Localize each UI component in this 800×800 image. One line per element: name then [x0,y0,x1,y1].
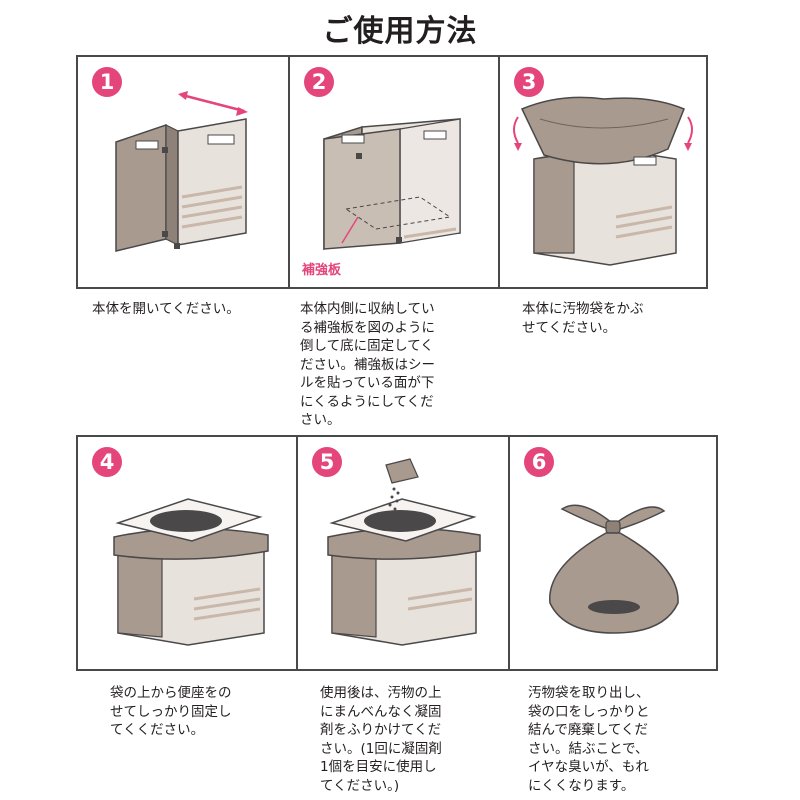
step-3-illustration-cover-bag [513,96,693,266]
step-3-panel: 3 [498,55,708,289]
step-1-illustration-open-box [115,91,248,252]
step-4-panel: 4 [76,435,298,671]
step-2-panel: 2 補強板 [288,55,500,289]
reinforcement-board-label: 補強板 [302,263,342,278]
page-title: ご使用方法 [322,14,478,49]
step-6-illustration-tied-bag [549,504,679,634]
step-5-panel: 5 [296,435,510,671]
step-1-number: 1 [92,67,122,97]
step-1-panel: 1 [76,55,290,289]
step-4-number: 4 [92,447,122,477]
step-3-caption: 本体に汚物袋をかぶ せてください。 [522,301,644,336]
step-6-caption: 汚物袋を取り出し、 袋の口をしっかりと 結んで廃棄してくだ さい。結ぶことで、 … [528,685,650,794]
step-4-illustration-seat-on-bag [113,498,269,646]
step-2-illustration-reinforcement-board [323,118,461,250]
step-2-number: 2 [304,67,334,97]
step-5-illustration-sprinkle-coagulant [327,458,481,646]
step-5-number: 5 [312,447,342,477]
step-2-caption: 本体内側に収納してい る補強板を図のように 倒して底に固定してく ださい。補強板… [300,301,435,428]
step-6-number: 6 [524,447,554,477]
step-3-number: 3 [514,67,544,97]
step-4-caption: 袋の上から便座をの せてしっかり固定し てくください。 [110,685,232,738]
step-6-panel: 6 [508,435,718,671]
step-1-caption: 本体を開いてください。 [92,301,240,317]
step-5-caption: 使用後は、汚物の上 にまんべんなく凝固 剤をふりかけてくだ さい。(1回に凝固剤… [320,685,442,794]
